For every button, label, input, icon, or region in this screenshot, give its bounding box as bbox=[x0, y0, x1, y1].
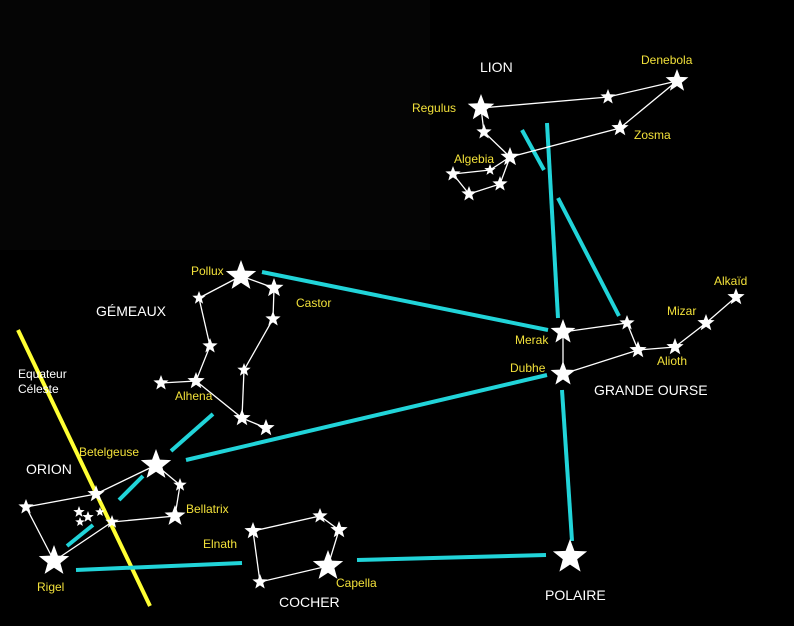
sky-panel bbox=[0, 0, 430, 250]
star-merak bbox=[550, 319, 576, 343]
star-cocher-star bbox=[252, 574, 268, 589]
star-lion-star bbox=[476, 124, 492, 139]
star-polaire bbox=[552, 539, 588, 572]
star-orion-star bbox=[95, 507, 105, 516]
guide-orion-b bbox=[65, 523, 95, 548]
label-alhena: Alhena bbox=[175, 389, 213, 403]
star-pollux bbox=[225, 260, 257, 289]
star-orion-star bbox=[73, 506, 85, 517]
star-orion-star bbox=[18, 499, 34, 514]
star-gemini-star bbox=[187, 372, 205, 389]
label-gemeaux: GÉMEAUX bbox=[96, 303, 167, 319]
star-gemini-star bbox=[153, 375, 169, 390]
star-lion-star bbox=[461, 186, 477, 201]
star-gemini-star bbox=[237, 363, 251, 376]
label-regulus: Regulus bbox=[412, 101, 456, 115]
star-ursa-star bbox=[619, 315, 635, 330]
star-dubhe bbox=[550, 361, 576, 385]
star-capella bbox=[312, 550, 344, 579]
star-lion-star bbox=[484, 164, 496, 175]
label-celeste: Céleste bbox=[18, 382, 59, 396]
star-cocher-star bbox=[312, 508, 328, 523]
label-castor: Castor bbox=[296, 296, 331, 310]
label-betelgeuse: Betelgeuse bbox=[79, 445, 139, 459]
label-cocher: COCHER bbox=[279, 594, 340, 610]
label-alioth: Alioth bbox=[657, 354, 687, 368]
label-orion: ORION bbox=[26, 461, 72, 477]
guide-rigel-elnath bbox=[75, 561, 243, 572]
label-alkaid: Alkaïd bbox=[714, 274, 747, 288]
star-gemini-star bbox=[233, 409, 251, 426]
label-mizar: Mizar bbox=[667, 304, 696, 318]
star-mizar bbox=[697, 314, 715, 331]
star-castor bbox=[264, 278, 284, 297]
label-algebia: Algebia bbox=[454, 152, 494, 166]
orion-left bbox=[25, 464, 157, 562]
celestial-equator-line bbox=[16, 329, 152, 607]
star-regulus bbox=[467, 94, 495, 120]
label-zosma: Zosma bbox=[634, 128, 671, 142]
star-rigel bbox=[38, 545, 70, 574]
lion-tail bbox=[451, 156, 511, 195]
star-alkaid bbox=[727, 288, 745, 305]
stars bbox=[18, 69, 745, 589]
star-denebola bbox=[665, 69, 689, 91]
star-gemini-star bbox=[257, 419, 275, 436]
star-cocher-star bbox=[330, 521, 348, 538]
label-merak: Merak bbox=[515, 333, 549, 347]
label-elnath: Elnath bbox=[203, 537, 237, 551]
star-alioth bbox=[629, 341, 647, 358]
label-capella: Capella bbox=[336, 576, 377, 590]
guide-lion-segment bbox=[520, 129, 546, 171]
star-orion-star bbox=[105, 515, 119, 528]
star-orion-star bbox=[75, 517, 85, 526]
star-lion-star bbox=[492, 176, 508, 191]
label-rigel: Rigel bbox=[37, 580, 64, 594]
star-zosma bbox=[611, 119, 629, 136]
label-polaire: POLAIRE bbox=[545, 587, 606, 603]
guide-lines bbox=[65, 122, 621, 572]
label-dubhe: Dubhe bbox=[510, 361, 546, 375]
cocher-lines bbox=[252, 515, 340, 583]
label-grande-ourse: GRANDE OURSE bbox=[594, 382, 708, 398]
guide-dubhe-polaire bbox=[560, 389, 574, 542]
star-elnath bbox=[244, 522, 262, 539]
star-orion-star bbox=[173, 478, 187, 491]
star-ursa-star bbox=[666, 338, 684, 355]
guide-pollux-merak bbox=[261, 270, 549, 332]
label-lion: LION bbox=[480, 59, 513, 75]
label-denebola: Denebola bbox=[641, 53, 693, 67]
guide-capella-polaire bbox=[356, 553, 547, 562]
label-bellatrix: Bellatrix bbox=[186, 502, 229, 516]
star-lion-star bbox=[445, 166, 461, 181]
cocher-outline bbox=[252, 515, 340, 583]
star-bellatrix bbox=[164, 505, 186, 525]
guide-dubhe-betelgeuse bbox=[185, 373, 548, 462]
star-gemini-star bbox=[202, 338, 218, 353]
star-lion-star bbox=[600, 89, 616, 104]
guide-orion-a bbox=[117, 474, 145, 502]
guide-alioth-up bbox=[556, 197, 621, 317]
star-betelgeuse bbox=[140, 449, 172, 478]
label-equateur: Equateur bbox=[18, 367, 67, 381]
guide-alhena-betelgeuse bbox=[169, 412, 215, 453]
star-orion-star bbox=[82, 511, 94, 522]
star-gemini-star bbox=[265, 311, 281, 326]
guide-merak-up bbox=[545, 122, 560, 319]
star-gemini-star bbox=[192, 291, 206, 304]
star-orion-star bbox=[87, 485, 105, 502]
label-pollux: Pollux bbox=[191, 264, 224, 278]
grande-ourse-handle bbox=[637, 296, 737, 351]
star-algebia bbox=[500, 147, 520, 166]
